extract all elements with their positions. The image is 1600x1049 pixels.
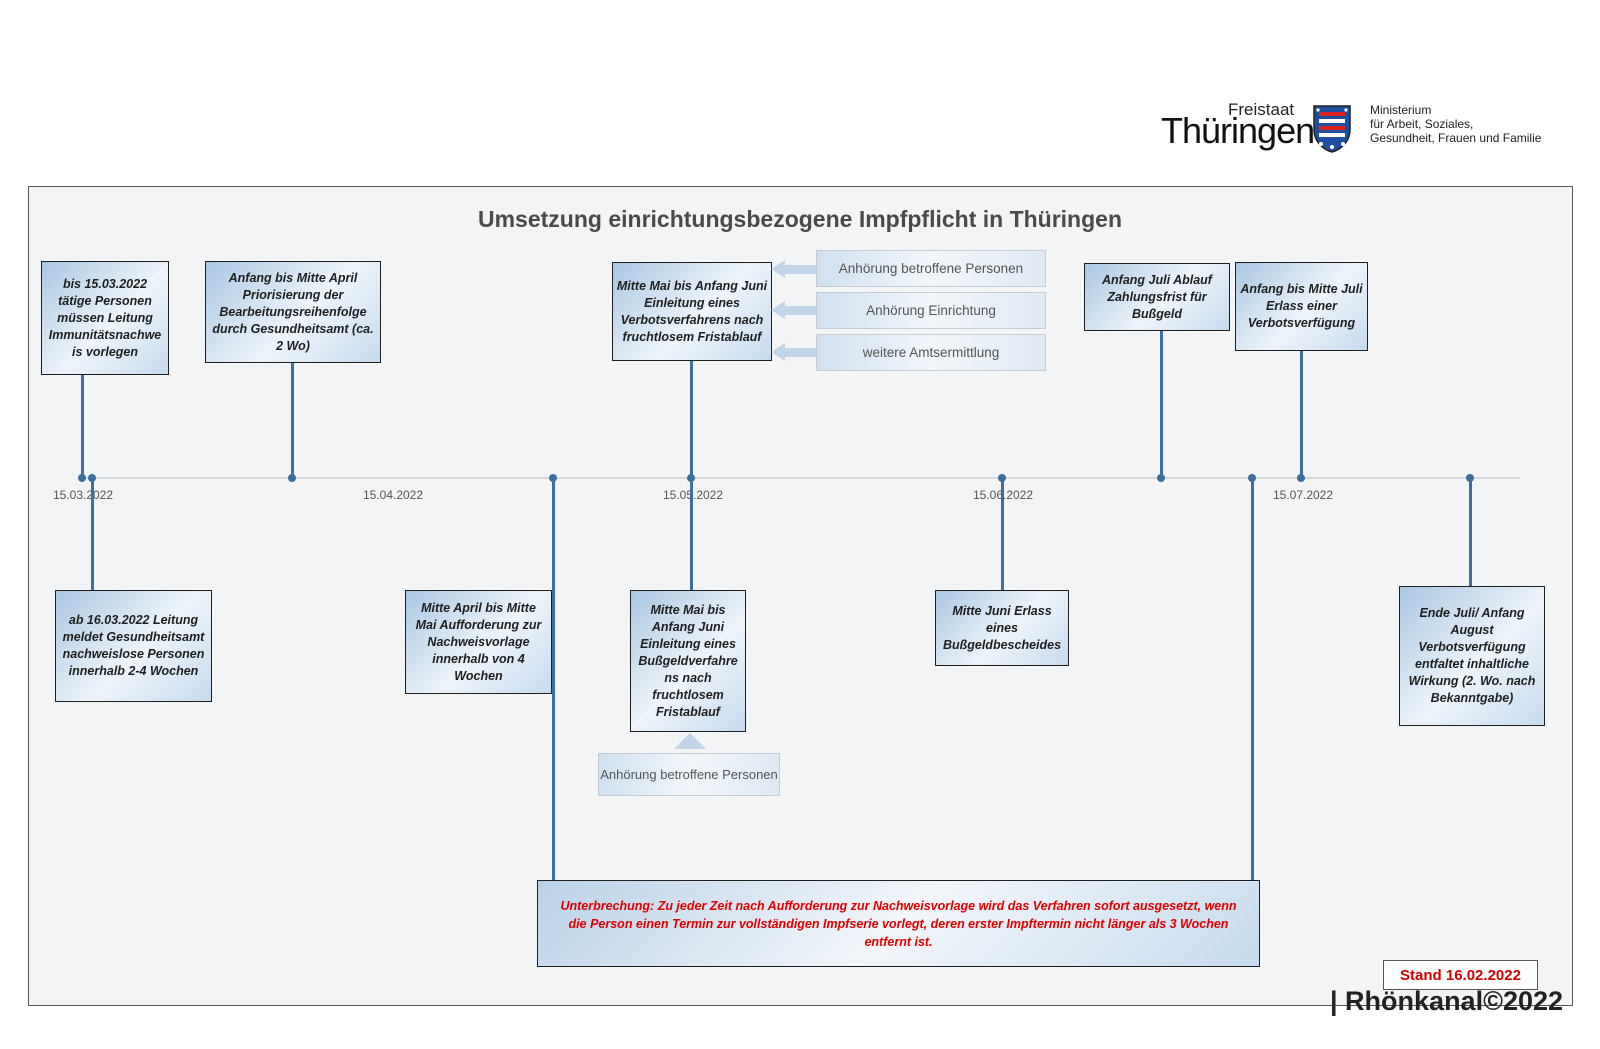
connector-line bbox=[1300, 350, 1303, 478]
arrow-up-icon bbox=[674, 733, 706, 749]
event-box-bottom: Mitte April bis Mitte Mai Aufforderung z… bbox=[405, 590, 552, 694]
note-box: Anhörung betroffene Personen bbox=[816, 250, 1046, 287]
connector-line bbox=[91, 478, 94, 590]
event-box-top: Anfang bis Mitte Juli Erlass einer Verbo… bbox=[1235, 262, 1368, 351]
connector-line bbox=[1001, 478, 1004, 590]
event-box-top: Mitte Mai bis Anfang Juni Einleitung ein… bbox=[612, 262, 772, 361]
ministry-name: Ministerium für Arbeit, Soziales, Gesund… bbox=[1370, 103, 1541, 145]
stand-date-badge: Stand 16.02.2022 bbox=[1383, 960, 1538, 990]
arrow-left-icon bbox=[771, 343, 785, 361]
arrow-shaft bbox=[784, 265, 816, 274]
timeline-marker bbox=[88, 474, 96, 482]
note-box: Anhörung betroffene Personen bbox=[598, 753, 780, 796]
interruption-note: Unterbrechung: Zu jeder Zeit nach Auffor… bbox=[537, 880, 1260, 967]
connector-line bbox=[291, 362, 294, 478]
timeline-marker bbox=[998, 474, 1006, 482]
connector-line bbox=[1160, 330, 1163, 478]
event-box-top: Anfang bis Mitte April Priorisierung der… bbox=[205, 261, 381, 363]
event-box-bottom: Mitte Juni Erlass eines Bußgeldbescheide… bbox=[935, 590, 1069, 666]
timeline-marker bbox=[1248, 474, 1256, 482]
connector-line bbox=[552, 478, 555, 884]
ministry-line-2: für Arbeit, Soziales, bbox=[1370, 117, 1474, 131]
ministry-line-3: Gesundheit, Frauen und Familie bbox=[1370, 131, 1542, 145]
arrow-left-icon bbox=[771, 301, 785, 319]
event-box-top: bis 15.03.2022 tätige Personen müssen Le… bbox=[41, 261, 169, 375]
note-box: Anhörung Einrichtung bbox=[816, 292, 1046, 329]
ministry-line-1: Ministerium bbox=[1370, 103, 1432, 117]
timeline-marker bbox=[1297, 474, 1305, 482]
event-box-bottom: Ende Juli/ Anfang August Verbotsverfügun… bbox=[1399, 586, 1545, 726]
axis-tick-label: 15.03.2022 bbox=[52, 488, 114, 502]
event-box-bottom: Mitte Mai bis Anfang Juni Einleitung ein… bbox=[630, 590, 746, 732]
diagram-title: Umsetzung einrichtungsbezogene Impfpflic… bbox=[478, 206, 1122, 232]
logo-freistaat-thueringen: Freistaat Thüringen Ministerium für Arbe… bbox=[1155, 96, 1555, 160]
arrow-shaft bbox=[784, 306, 816, 315]
event-box-top: Anfang Juli Ablauf Zahlungsfrist für Buß… bbox=[1084, 263, 1230, 331]
logo-freistaat-text: Freistaat bbox=[1228, 100, 1295, 119]
connector-line bbox=[81, 374, 84, 478]
arrow-left-icon bbox=[771, 260, 785, 278]
timeline-marker bbox=[1466, 474, 1474, 482]
event-box-bottom: ab 16.03.2022 Leitung meldet Gesundheits… bbox=[55, 590, 212, 702]
arrow-shaft bbox=[784, 348, 816, 357]
connector-line bbox=[1469, 478, 1472, 586]
timeline-axis bbox=[80, 477, 1520, 479]
axis-tick-label: 15.05.2022 bbox=[662, 488, 724, 502]
timeline-marker bbox=[687, 474, 695, 482]
connector-line bbox=[1251, 478, 1254, 884]
note-box: weitere Amtsermittlung bbox=[816, 334, 1046, 371]
timeline-marker bbox=[549, 474, 557, 482]
timeline-marker bbox=[1157, 474, 1165, 482]
logo-thueringen-text: Thüringen bbox=[1161, 110, 1315, 151]
axis-tick-label: 15.07.2022 bbox=[1272, 488, 1334, 502]
watermark-text: | Rhönkanal©2022 bbox=[1330, 986, 1564, 1016]
coat-of-arms-icon bbox=[1313, 105, 1351, 153]
timeline-marker bbox=[78, 474, 86, 482]
timeline-marker bbox=[288, 474, 296, 482]
axis-tick-label: 15.04.2022 bbox=[362, 488, 424, 502]
